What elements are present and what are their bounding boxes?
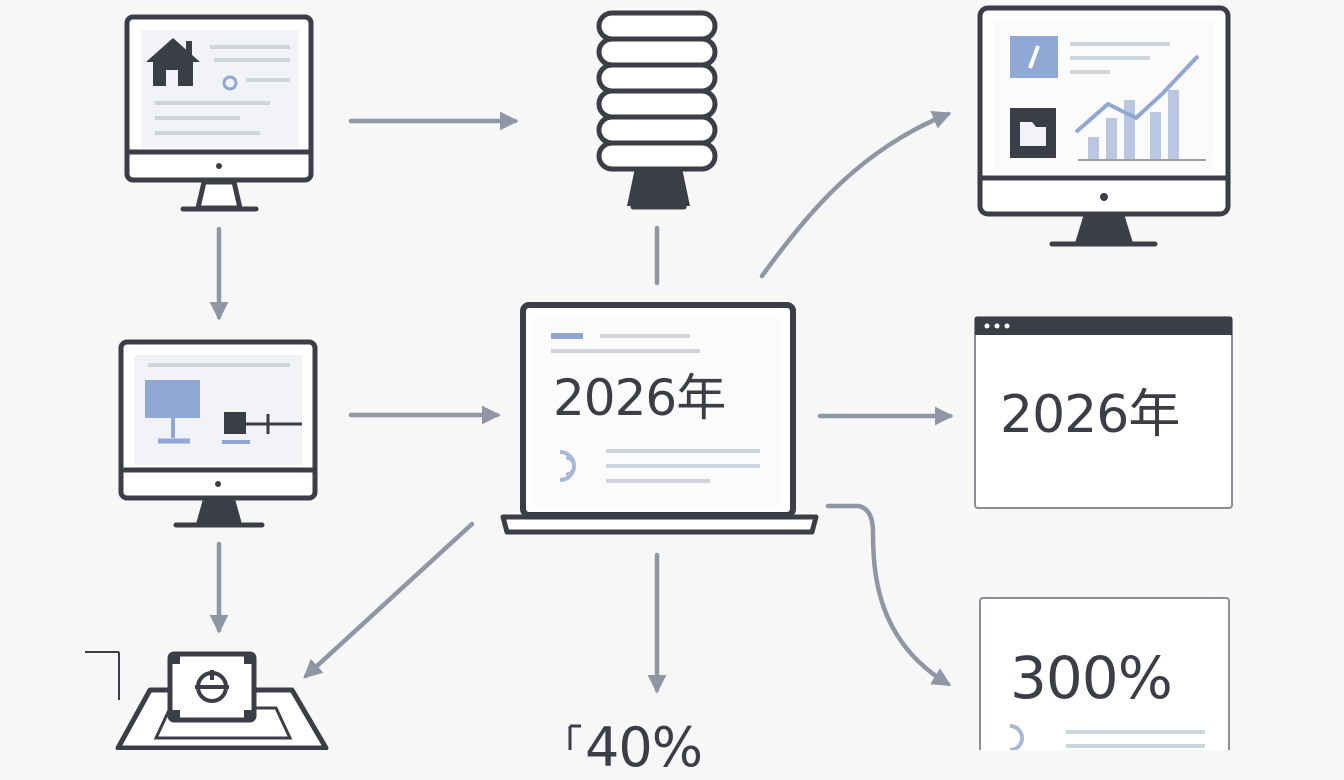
bar-chart-icon bbox=[1078, 90, 1206, 161]
connectors bbox=[209, 110, 954, 694]
bottom-card-bracket bbox=[568, 724, 581, 750]
flow-diagram bbox=[85, 5, 1233, 750]
home-monitor bbox=[124, 14, 314, 212]
trend-line-icon bbox=[1074, 54, 1200, 134]
center-laptop bbox=[500, 302, 819, 535]
percent-label-bottom: 40% bbox=[585, 716, 703, 779]
d3-logo-icon bbox=[559, 450, 576, 482]
percent-card-right bbox=[979, 597, 1230, 750]
browser-year-label: 2026年 bbox=[1000, 385, 1180, 445]
percent-label-right: 300% bbox=[1010, 644, 1173, 712]
arrow-laptop-to-analytics bbox=[759, 110, 952, 279]
display-icon bbox=[145, 380, 200, 444]
target-icon bbox=[195, 670, 229, 703]
laptop-year-label: 2026年 bbox=[553, 369, 726, 427]
folder-icon bbox=[1010, 108, 1056, 158]
analytics-monitor bbox=[977, 5, 1231, 247]
network-monitor bbox=[118, 339, 318, 528]
arrow-laptop-to-scanner bbox=[303, 521, 475, 679]
browser-window bbox=[974, 316, 1233, 509]
pencil-icon bbox=[1010, 36, 1058, 78]
scanner-device bbox=[85, 651, 329, 750]
d3-logo-icon bbox=[1009, 724, 1024, 750]
home-icon bbox=[146, 38, 200, 86]
arrow-laptop-to-percent-card bbox=[825, 503, 952, 687]
network-node-icon bbox=[222, 412, 302, 444]
database-icon bbox=[596, 10, 718, 210]
